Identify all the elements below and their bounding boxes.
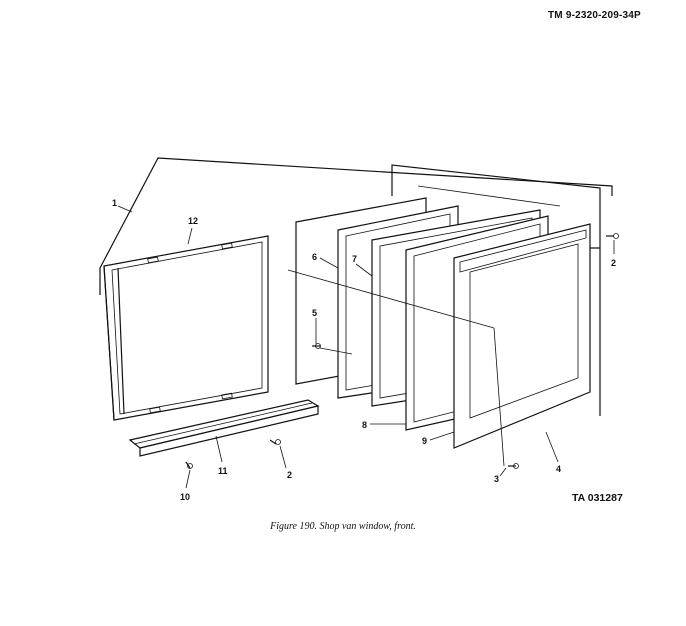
callout-12: 12 xyxy=(188,216,198,226)
callout-2-lower: 2 xyxy=(287,470,292,480)
callout-6: 6 xyxy=(312,252,317,262)
leader-lines xyxy=(117,205,615,489)
document-id: TM 9-2320-209-34P xyxy=(548,10,641,21)
screw-5 xyxy=(312,343,321,349)
callout-11: 11 xyxy=(218,466,228,476)
callout-3: 3 xyxy=(494,474,499,484)
outer-window-frame xyxy=(103,235,269,421)
screw-3 xyxy=(508,463,519,469)
sill-rail xyxy=(128,399,320,457)
callout-1: 1 xyxy=(112,198,117,208)
callout-5: 5 xyxy=(312,308,317,318)
screw-2-upper xyxy=(606,233,619,239)
callout-2-upper: 2 xyxy=(611,258,616,268)
group-bracket-1 xyxy=(99,157,613,295)
retaining-frame-9 xyxy=(453,223,591,449)
ta-number: TA 031287 xyxy=(572,492,623,504)
figure-caption: Figure 190. Shop van window, front. xyxy=(270,521,416,532)
callout-8: 8 xyxy=(362,420,367,430)
callout-4: 4 xyxy=(556,464,561,474)
screw-10 xyxy=(185,461,193,469)
callout-9: 9 xyxy=(422,436,427,446)
callout-10: 10 xyxy=(180,492,190,502)
alignment-lines xyxy=(287,185,561,467)
callout-7: 7 xyxy=(352,254,357,264)
screw-2-lower xyxy=(269,439,281,445)
